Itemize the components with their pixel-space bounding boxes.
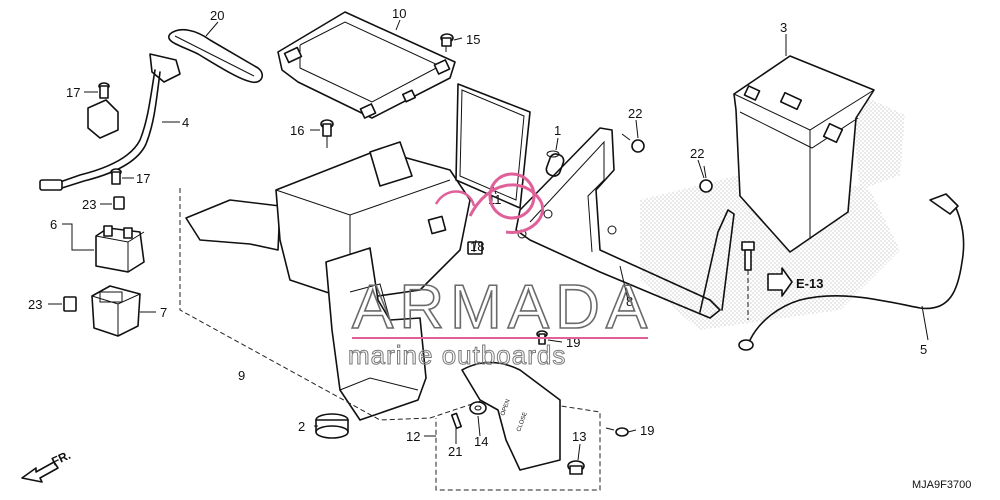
callout-14: 14 bbox=[474, 434, 488, 449]
part-16-bolt bbox=[320, 119, 334, 148]
callout-7: 7 bbox=[160, 305, 167, 320]
callout-21: 21 bbox=[448, 444, 462, 459]
callout-labels: 20 10 15 17 4 16 17 23 6 23 7 9 2 12 21 … bbox=[28, 6, 927, 459]
callout-3: 3 bbox=[780, 20, 787, 35]
callout-19-lower: 19 bbox=[640, 423, 654, 438]
part-4-starter-cable bbox=[39, 53, 181, 191]
bolt-near-reference bbox=[741, 241, 755, 320]
part-13-fastener bbox=[567, 460, 585, 475]
part-15-bolt bbox=[440, 33, 454, 52]
part-22-bolt-lower bbox=[699, 165, 713, 193]
watermark-tagline: marine outboards bbox=[348, 340, 566, 370]
callout-10: 10 bbox=[392, 6, 406, 21]
callout-9: 9 bbox=[238, 368, 245, 383]
part-14-grommet bbox=[469, 401, 487, 415]
cover-open-text: OPEN bbox=[500, 399, 511, 417]
part-11-battery-pad bbox=[455, 83, 531, 209]
part-23-fuse-lower bbox=[63, 296, 77, 312]
callout-17-lower: 17 bbox=[136, 171, 150, 186]
callout-17-upper: 17 bbox=[66, 85, 80, 100]
callout-23-upper: 23 bbox=[82, 197, 96, 212]
callout-2: 2 bbox=[298, 419, 305, 434]
group-outline-9 bbox=[179, 188, 431, 421]
diagram-code: MJA9F3700 bbox=[912, 479, 971, 491]
watermark-brand: ARMADA bbox=[352, 273, 653, 342]
callout-18: 18 bbox=[470, 239, 484, 254]
callout-1: 1 bbox=[554, 123, 561, 138]
part-7-relay-cover bbox=[91, 285, 141, 337]
callout-4: 4 bbox=[182, 115, 189, 130]
reference-label: E-13 bbox=[796, 276, 823, 291]
front-label: FR. bbox=[49, 448, 72, 469]
callout-15: 15 bbox=[466, 32, 480, 47]
callout-22-upper: 22 bbox=[628, 106, 642, 121]
callout-5: 5 bbox=[920, 342, 927, 357]
part-2-rubber-cushion bbox=[315, 413, 349, 439]
part-21-pin bbox=[450, 412, 463, 430]
part-6-starter-relay bbox=[95, 225, 145, 273]
leader-lines bbox=[48, 19, 929, 461]
watermark-logo bbox=[434, 172, 545, 234]
callout-23-lower: 23 bbox=[28, 297, 42, 312]
watermark: ARMADA marine outboards bbox=[348, 172, 653, 371]
part-22-bolt-upper bbox=[621, 133, 645, 153]
part-5-battery-cable bbox=[738, 193, 965, 351]
part-12-side-cover: OPEN CLOSE bbox=[461, 361, 561, 471]
callout-6: 6 bbox=[50, 217, 57, 232]
callout-13: 13 bbox=[572, 429, 586, 444]
callout-12: 12 bbox=[406, 429, 420, 444]
callout-16: 16 bbox=[290, 123, 304, 138]
part-10-battery-case-lid bbox=[277, 11, 456, 119]
reference-arrow-e13: E-13 bbox=[767, 267, 823, 297]
callout-22-lower: 22 bbox=[690, 146, 704, 161]
part-17-bolt-upper bbox=[98, 82, 110, 99]
front-direction-arrow: FR. bbox=[21, 448, 73, 483]
callout-20: 20 bbox=[210, 8, 224, 23]
part-3-battery bbox=[733, 55, 875, 253]
part-23-fuse-upper bbox=[113, 196, 125, 210]
part-17-bolt-lower bbox=[110, 168, 122, 185]
part-20-battery-band bbox=[168, 28, 264, 84]
part-9-battery-case bbox=[185, 141, 471, 421]
callout-8: 8 bbox=[626, 294, 633, 309]
part-19-screw-lower bbox=[605, 427, 629, 437]
